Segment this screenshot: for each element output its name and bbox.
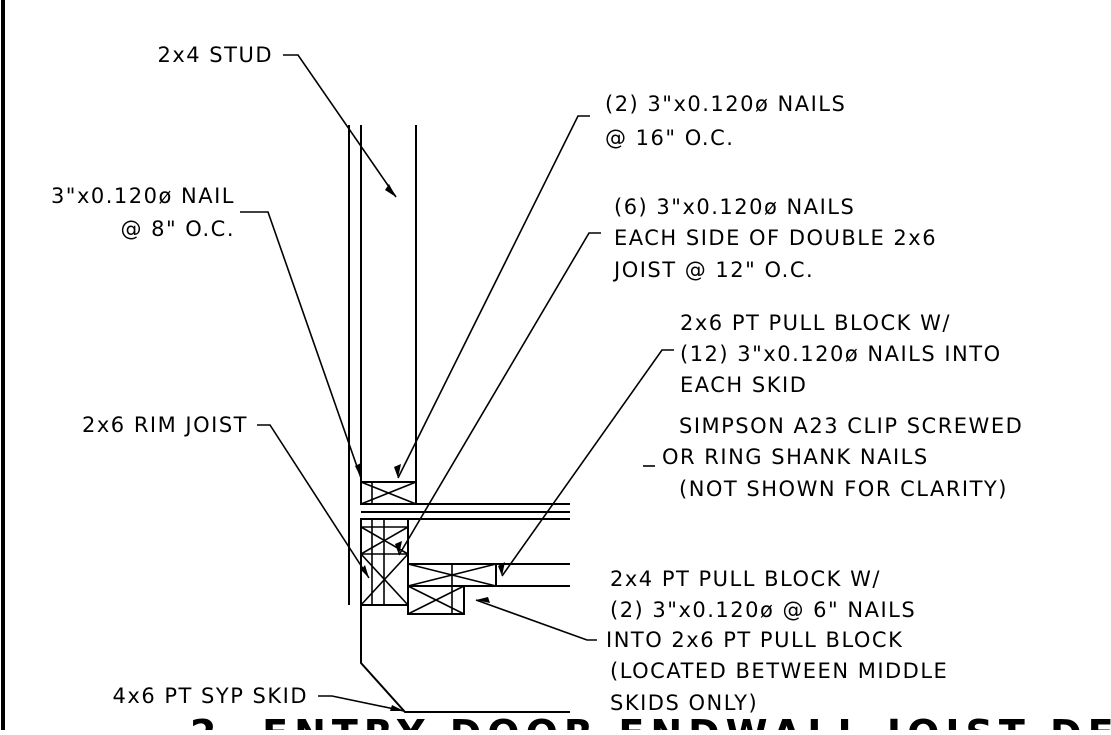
label-stud: 2x4 STUD — [157, 43, 273, 67]
svg-text:SIMPSON A23 CLIP SCREWED: SIMPSON A23 CLIP SCREWED — [679, 414, 1023, 438]
svg-text:INTO 2x6 PT PULL BLOCK: INTO 2x6 PT PULL BLOCK — [606, 628, 903, 652]
label-pull-block-2x4: 2x4 PT PULL BLOCK W/ (2) 3"x0.120ø @ 6" … — [606, 567, 948, 715]
svg-text:(12) 3"x0.120ø NAILS INTO: (12) 3"x0.120ø NAILS INTO — [680, 342, 1002, 366]
label-nails-12oc: (6) 3"x0.120ø NAILS EACH SIDE OF DOUBLE … — [612, 195, 937, 282]
floor-deck — [361, 503, 570, 520]
svg-text:(LOCATED BETWEEN MIDDLE: (LOCATED BETWEEN MIDDLE — [610, 659, 948, 683]
svg-text:JOIST @ 12" O.C.: JOIST @ 12" O.C. — [612, 258, 814, 282]
svg-text:SKIDS ONLY): SKIDS ONLY) — [610, 691, 758, 715]
stud-2x4 — [348, 125, 417, 605]
rim-joist-2x6 — [360, 518, 409, 606]
svg-text:3"x0.120ø NAIL: 3"x0.120ø NAIL — [51, 184, 235, 208]
svg-text:EACH SKID: EACH SKID — [680, 373, 807, 397]
label-nail-8oc: 3"x0.120ø NAIL @ 8" O.C. — [51, 184, 235, 241]
label-pull-block-2x6: 2x6 PT PULL BLOCK W/ (12) 3"x0.120ø NAIL… — [680, 311, 1002, 397]
leader-lines — [240, 54, 674, 712]
pull-block-2x6 — [407, 563, 497, 587]
svg-text:OR RING SHANK NAILS: OR RING SHANK NAILS — [662, 445, 929, 469]
svg-text:(6) 3"x0.120ø NAILS: (6) 3"x0.120ø NAILS — [614, 195, 855, 219]
label-skid: 4x6 PT SYP SKID — [113, 684, 308, 708]
svg-text:2x6 PT PULL BLOCK W/: 2x6 PT PULL BLOCK W/ — [680, 311, 951, 335]
label-nails-16oc: (2) 3"x0.120ø NAILS @ 16" O.C. — [605, 92, 846, 150]
label-rim-joist: 2x6 RIM JOIST — [82, 413, 248, 437]
svg-text:@ 16" O.C.: @ 16" O.C. — [605, 126, 734, 150]
label-simpson-clip: SIMPSON A23 CLIP SCREWED OR RING SHANK N… — [662, 414, 1023, 501]
svg-text:2x4 PT PULL BLOCK W/: 2x4 PT PULL BLOCK W/ — [610, 567, 881, 591]
svg-text:(2) 3"x0.120ø @ 6" NAILS: (2) 3"x0.120ø @ 6" NAILS — [610, 598, 916, 622]
svg-text:(2) 3"x0.120ø NAILS: (2) 3"x0.120ø NAILS — [605, 92, 846, 116]
detail-title: 2. ENTRY DOOR ENDWALL JOIST DETAIL — [190, 712, 1111, 730]
pull-block-2x4 — [407, 585, 465, 615]
svg-text:@ 8" O.C.: @ 8" O.C. — [120, 217, 235, 241]
upper-block — [360, 481, 417, 505]
skid-4x6 — [360, 605, 570, 713]
svg-text:(NOT SHOWN FOR CLARITY): (NOT SHOWN FOR CLARITY) — [679, 477, 1008, 501]
svg-text:EACH SIDE OF DOUBLE 2x6: EACH SIDE OF DOUBLE 2x6 — [614, 226, 937, 250]
